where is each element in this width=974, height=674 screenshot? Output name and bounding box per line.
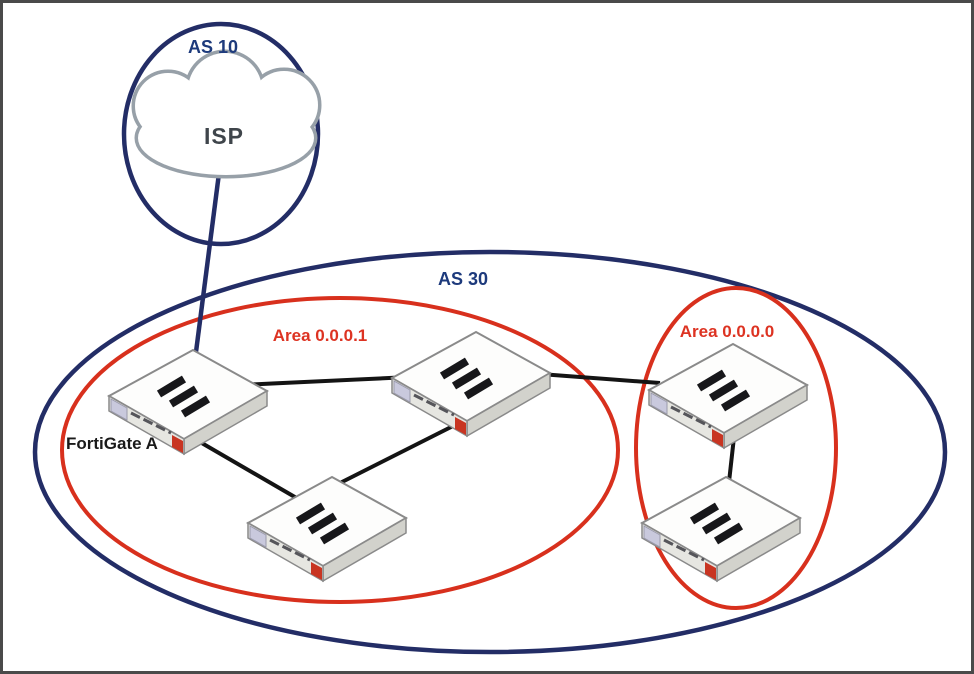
area-0001-label: Area 0.0.0.1 (273, 326, 368, 345)
as30-label: AS 30 (438, 269, 488, 289)
as10-boundary-ellipse (121, 21, 321, 247)
area-0001-ellipse (60, 296, 620, 604)
link-routertopmiddle-routertopright (539, 372, 661, 385)
link-fortigatea-routertopmiddle (239, 375, 411, 387)
area-0000-label: Area 0.0.0.0 (680, 322, 775, 341)
area-0000-ellipse (634, 286, 838, 610)
as10-label: AS 10 (188, 37, 238, 57)
isp-cloud: ISP (131, 49, 322, 179)
link-fortigatea-routerbottommiddle (198, 440, 302, 502)
link-routertopmiddle-routerbottommiddle (339, 423, 456, 485)
link-isp-fortigatea (193, 149, 225, 353)
isp-cloud-label: ISP (204, 123, 244, 149)
as30-boundary-ellipse (32, 249, 948, 655)
fortigate-a-label: FortiGate A (66, 434, 158, 453)
